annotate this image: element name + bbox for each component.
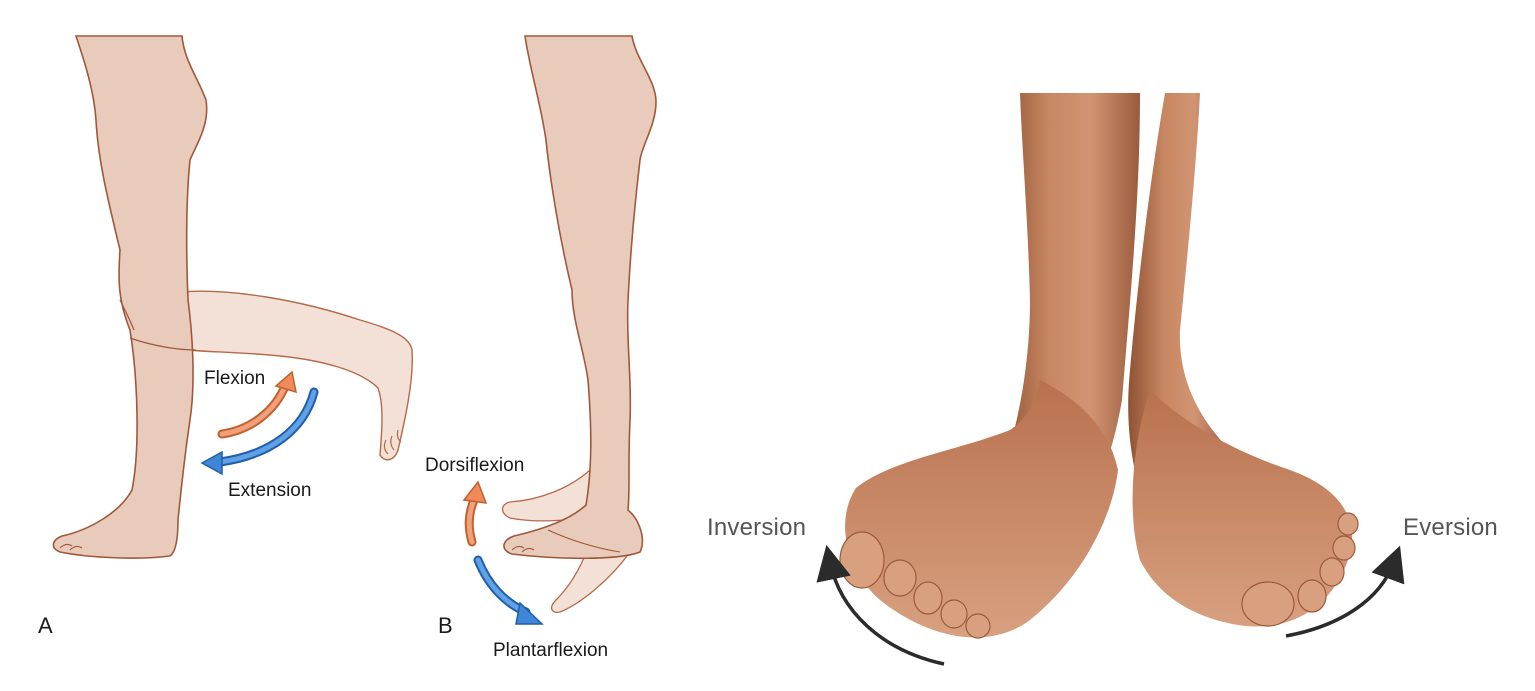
standing-leg-b bbox=[503, 35, 657, 560]
panel-b-ankle-illustration bbox=[462, 35, 657, 625]
plantarflexion-arrow bbox=[473, 555, 531, 617]
dorsiflexion-arrowhead bbox=[462, 480, 488, 504]
flexed-lower-leg-ghost bbox=[179, 290, 413, 461]
flexion-arrowhead bbox=[274, 370, 297, 394]
plantarflexion-label: Plantarflexion bbox=[493, 640, 609, 661]
dorsiflexion-label: Dorsiflexion bbox=[425, 455, 525, 476]
flexion-arrow bbox=[217, 379, 291, 439]
plantarflexion-arrowhead bbox=[515, 601, 544, 625]
left-foot-photo bbox=[845, 380, 1118, 638]
extension-label: Extension bbox=[228, 480, 312, 501]
flexion-label: Flexion bbox=[204, 368, 266, 389]
panel-a-letter: A bbox=[38, 613, 53, 638]
inversion-label: Inversion bbox=[707, 514, 807, 541]
inversion-arrow bbox=[816, 544, 945, 666]
feet-photo bbox=[816, 93, 1405, 666]
standing-leg-a bbox=[52, 35, 208, 559]
right-foot-photo bbox=[1132, 390, 1353, 627]
extension-arrowhead bbox=[200, 450, 223, 476]
eversion-label: Eversion bbox=[1403, 514, 1498, 541]
eversion-arrow bbox=[1285, 545, 1405, 638]
panel-a-knee-illustration bbox=[52, 35, 413, 559]
panel-b-letter: B bbox=[438, 613, 453, 638]
